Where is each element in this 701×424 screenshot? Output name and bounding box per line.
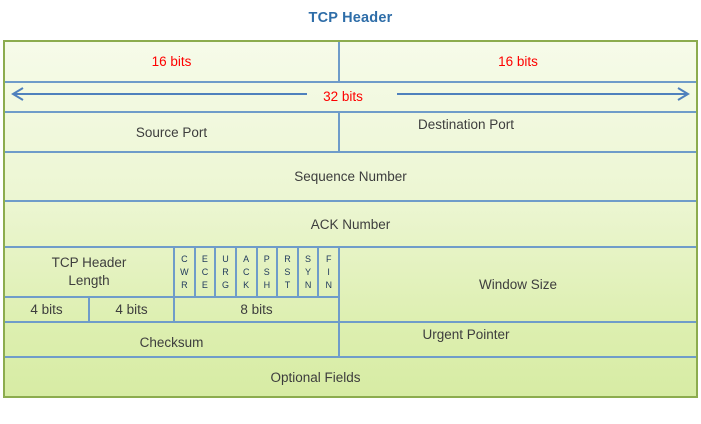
tcp-header-table: 16 bits 16 bits 32 bits Source Port Dest…: [3, 40, 698, 398]
field-checksum: Checksum: [5, 323, 340, 356]
flag-ack-label: A C K: [242, 253, 250, 290]
field-destination-port: Destination Port: [417, 117, 515, 132]
label-4bits-1: 4 bits: [5, 298, 90, 321]
flag-rst: R S T: [278, 248, 299, 296]
bits16-right-label: 16 bits: [498, 54, 538, 69]
bits32-label: 32 bits: [323, 88, 363, 104]
port-row: Source Port Destination Port: [5, 113, 696, 153]
label-8bits: 8 bits: [240, 302, 273, 317]
bit-width-row: 16 bits 16 bits: [5, 42, 696, 83]
flag-fin: F I N: [319, 248, 338, 296]
flag-syn-label: S Y N: [304, 253, 312, 290]
flag-fin-label: F I N: [325, 253, 332, 290]
flags-row: TCP Header Length C W R E C E U R G A C …: [5, 248, 338, 298]
flag-cwr-label: C W R: [180, 253, 189, 290]
bits32-row: 32 bits: [5, 83, 696, 113]
double-arrow-icon: [11, 87, 690, 101]
bits-size-row: 4 bits 4 bits 8 bits: [5, 298, 338, 321]
flag-ack: A C K: [237, 248, 258, 296]
bits16-left-label: 16 bits: [5, 42, 340, 81]
tcp-header-length-label: TCP Header Length: [51, 255, 127, 288]
label-4bits-2: 4 bits: [90, 298, 175, 321]
ack-number-row: ACK Number: [5, 202, 696, 248]
header-length-flags-block: TCP Header Length C W R E C E U R G A C …: [5, 248, 340, 321]
flag-cwr: C W R: [175, 248, 196, 296]
field-urgent-pointer: Urgent Pointer: [422, 327, 510, 342]
flag-syn: S Y N: [299, 248, 320, 296]
checksum-row: Checksum Urgent Pointer: [5, 323, 696, 358]
flag-psh-label: P S H: [263, 253, 271, 290]
flag-rst-label: R S T: [284, 253, 291, 290]
field-ack-number: ACK Number: [310, 216, 391, 232]
field-sequence-number: Sequence Number: [294, 169, 407, 184]
diagram-title: TCP Header: [308, 10, 393, 26]
flags-window-row: TCP Header Length C W R E C E U R G A C …: [5, 248, 696, 323]
flag-ece: E C E: [196, 248, 217, 296]
flag-urg: U R G: [216, 248, 237, 296]
field-source-port: Source Port: [5, 113, 340, 151]
flag-ece-label: E C E: [201, 253, 209, 290]
field-optional-fields: Optional Fields: [270, 369, 361, 385]
sequence-number-row: Sequence Number: [5, 153, 696, 202]
optional-fields-row: Optional Fields: [5, 358, 696, 396]
flag-psh: P S H: [258, 248, 279, 296]
field-tcp-header-length: TCP Header Length: [5, 248, 175, 296]
flag-urg-label: U R G: [222, 253, 230, 290]
field-window-size: Window Size: [478, 277, 558, 292]
